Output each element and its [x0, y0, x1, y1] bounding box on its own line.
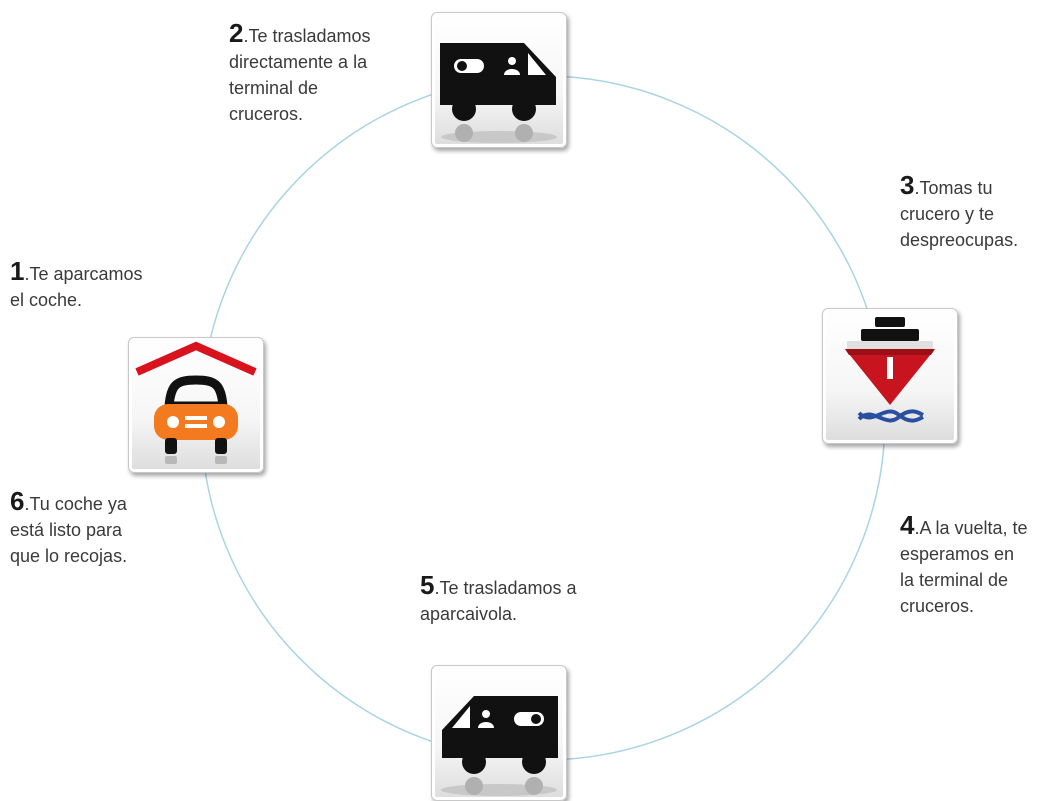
- step-1-number: 1: [10, 256, 25, 286]
- cruise-ship-icon: [845, 317, 935, 423]
- step-5-line-2: aparcaivola.: [420, 604, 518, 624]
- step-6-line-1: Tu coche ya: [29, 494, 127, 514]
- step-1-line-1: Te aparcamos: [29, 264, 143, 284]
- step-3-label: 3.Tomas tu crucero y te despreocupas.: [900, 172, 1018, 253]
- step-5-number: 5: [420, 570, 435, 600]
- step-2-label: 2.Te trasladamos directamente a la termi…: [229, 20, 371, 127]
- step-3-number: 3: [900, 170, 915, 200]
- step-6-line-3: que lo recojas.: [10, 546, 128, 566]
- step-5-label: 5.Te trasladamos a aparcaivola.: [420, 572, 577, 627]
- step-6-label: 6.Tu coche ya está listo para que lo rec…: [10, 488, 127, 569]
- step-2-line-2: directamente a la: [229, 52, 368, 72]
- step-4-line-3: la terminal de: [900, 570, 1009, 590]
- step-2-number: 2: [229, 18, 244, 48]
- step-2-line-1: Te trasladamos: [248, 26, 371, 46]
- step-2-line-3: terminal de: [229, 78, 319, 98]
- step-4-number: 4: [900, 510, 915, 540]
- step-4-line-2: esperamos en: [900, 544, 1015, 564]
- step-4-line-4: cruceros.: [900, 596, 975, 616]
- shuttle-van-right-icon: [440, 43, 557, 143]
- step-4-label: 4.A la vuelta, te esperamos en la termin…: [900, 512, 1028, 619]
- step-3-line-1: Tomas tu: [919, 178, 993, 198]
- parked-car-garage-icon: [135, 341, 257, 464]
- step-1-label: 1.Te aparcamos el coche.: [10, 258, 143, 313]
- step-5-line-1: Te trasladamos a: [439, 578, 577, 598]
- step-2-line-4: cruceros.: [229, 104, 304, 124]
- shuttle-van-left-icon: [441, 696, 558, 796]
- step-3-line-2: crucero y te: [900, 204, 995, 224]
- shuttle-van-left-tile: [431, 665, 567, 801]
- shuttle-van-right-tile: [431, 12, 567, 148]
- step-6-number: 6: [10, 486, 25, 516]
- parked-car-garage-tile: [128, 337, 264, 473]
- step-3-line-3: despreocupas.: [900, 230, 1019, 250]
- step-4-line-1: A la vuelta, te: [919, 518, 1028, 538]
- cruise-ship-tile: [822, 308, 958, 444]
- step-6-line-2: está listo para: [10, 520, 123, 540]
- step-1-line-2: el coche.: [10, 290, 83, 310]
